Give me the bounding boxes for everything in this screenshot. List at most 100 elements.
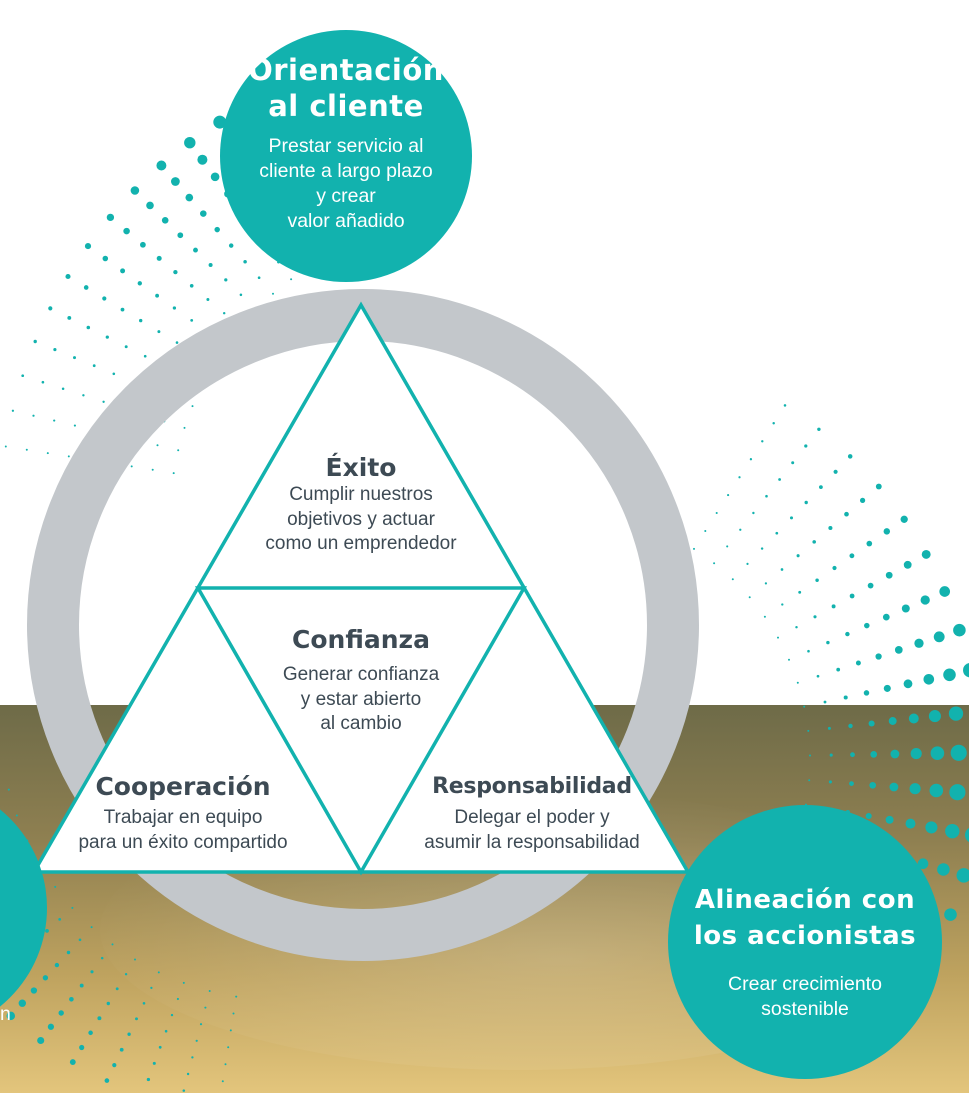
customer-orientation-title-1: Orientación <box>248 53 444 87</box>
halftone-dot <box>182 981 185 984</box>
halftone-dot <box>25 448 28 451</box>
halftone-dot <box>883 684 891 692</box>
halftone-dot <box>804 444 808 448</box>
halftone-dot <box>69 1059 76 1066</box>
halftone-dot <box>930 746 945 760</box>
halftone-dot <box>48 306 53 311</box>
halftone-dot <box>833 469 838 474</box>
halftone-dot <box>130 186 140 195</box>
halftone-dot <box>864 622 870 629</box>
halftone-dot <box>910 748 922 760</box>
halftone-dot <box>54 885 57 888</box>
halftone-dot <box>58 1010 64 1016</box>
halftone-dot <box>863 690 870 696</box>
halftone-dot <box>847 454 853 459</box>
halftone-dot <box>88 1030 93 1036</box>
halftone-dot <box>272 292 274 295</box>
halftone-dot <box>106 213 115 222</box>
halftone-dot <box>845 631 850 637</box>
halftone-dot <box>781 603 784 606</box>
cooperacion-section: Cooperación Trabajar en equipo para un é… <box>58 772 308 855</box>
halftone-dot <box>210 172 220 182</box>
halftone-dot <box>826 640 830 645</box>
halftone-dot <box>189 283 194 288</box>
halftone-dot <box>964 827 969 843</box>
halftone-dot <box>199 1023 203 1026</box>
halftone-dot <box>112 1063 117 1068</box>
halftone-dot <box>920 595 930 605</box>
halftone-dot <box>193 247 198 253</box>
halftone-dot <box>715 511 718 515</box>
halftone-dot <box>869 781 877 789</box>
halftone-dot <box>760 547 764 550</box>
halftone-dot <box>161 216 169 224</box>
halftone-dot <box>155 293 160 298</box>
halftone-dot <box>746 562 749 565</box>
halftone-dot <box>949 784 966 801</box>
halftone-dot <box>914 638 924 648</box>
confianza-desc-2: y estar abierto <box>300 688 422 710</box>
halftone-dot <box>795 625 798 629</box>
customer-orientation-desc-3: y crear <box>316 185 376 207</box>
halftone-dot <box>928 710 941 723</box>
halftone-dot <box>859 497 866 504</box>
halftone-dot <box>47 1023 55 1030</box>
halftone-dot <box>172 306 177 310</box>
halftone-dot <box>177 232 184 239</box>
halftone-dot <box>763 615 766 618</box>
halftone-dot <box>156 160 167 171</box>
halftone-dot <box>120 307 125 312</box>
halftone-dot <box>224 278 228 282</box>
halftone-dot <box>870 751 878 758</box>
halftone-dot <box>53 419 56 422</box>
halftone-dot <box>905 818 916 829</box>
halftone-dot <box>836 667 841 672</box>
halftone-dot <box>925 821 938 834</box>
halftone-dot <box>227 1046 230 1049</box>
halftone-dot <box>239 293 243 297</box>
halftone-dot <box>257 276 261 280</box>
customer-orientation-title-2: al cliente <box>268 89 424 123</box>
halftone-dot <box>816 674 820 678</box>
halftone-dot <box>882 613 890 621</box>
halftone-dot <box>134 958 136 961</box>
halftone-dot <box>53 348 57 352</box>
halftone-dot <box>828 525 833 531</box>
halftone-dot <box>135 1017 138 1021</box>
halftone-dot <box>948 706 964 721</box>
halftone-dot <box>102 400 105 403</box>
halftone-dot <box>139 318 143 323</box>
halftone-dot <box>243 259 247 264</box>
halftone-dot <box>809 754 811 757</box>
halftone-dot <box>933 631 945 643</box>
halftone-dot <box>112 372 116 376</box>
confianza-desc-1: Generar confianza <box>282 664 440 685</box>
halftone-dot <box>791 461 795 465</box>
exito-desc-2: objetivos y actuar <box>287 508 435 530</box>
customer-orientation-desc-2: cliente a largo plazo <box>259 160 433 182</box>
halftone-dot <box>208 262 213 268</box>
halftone-dot <box>815 578 819 582</box>
halftone-dot <box>731 578 734 581</box>
halftone-dot <box>69 996 74 1002</box>
halftone-dot <box>54 962 60 968</box>
halftone-dot <box>290 278 293 281</box>
halftone-dot <box>903 560 912 569</box>
cooperacion-desc-1: Trabajar en equipo <box>103 807 263 828</box>
circle-customer-orientation <box>220 30 472 282</box>
halftone-dot <box>855 660 861 666</box>
exito-desc-3: como un emprendedor <box>265 533 457 554</box>
cooperacion-title: Cooperación <box>95 772 271 801</box>
halftone-dot <box>214 226 220 233</box>
halftone-dot <box>748 596 751 599</box>
halftone-dot <box>780 568 784 571</box>
halftone-dot <box>197 154 208 165</box>
halftone-dot <box>764 582 768 585</box>
halftone-dot <box>102 296 107 301</box>
halftone-dot <box>868 720 875 727</box>
halftone-dot <box>11 409 15 412</box>
halftone-dot <box>73 356 76 360</box>
triangle-inner <box>194 586 528 876</box>
halftone-dot <box>190 319 194 322</box>
customer-orientation-desc-1: Prestar servicio al <box>268 135 424 157</box>
